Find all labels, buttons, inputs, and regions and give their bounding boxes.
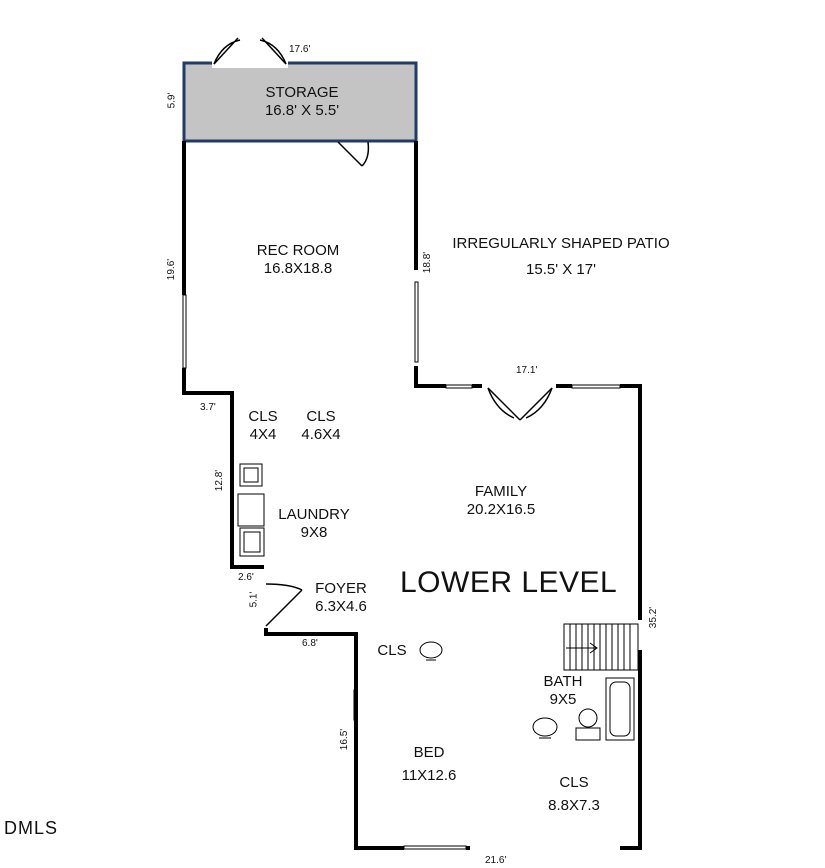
plan-title: LOWER LEVEL — [400, 566, 618, 599]
storage-double-door — [213, 37, 287, 65]
bath-label: BATH 9X5 — [538, 673, 588, 709]
closet-2-label: CLS 4.6X4 — [294, 408, 348, 444]
dim-rec-left: 19.6' — [166, 258, 178, 281]
closet-3-label: CLS — [370, 642, 414, 660]
dim-foyer-bottom: 6.8' — [302, 638, 318, 649]
storage-label: STORAGE 16.8' X 5.5' — [228, 84, 376, 120]
rec-room-label: REC ROOM 16.8X18.8 — [230, 242, 366, 278]
rec-room-size: 16.8X18.8 — [263, 260, 333, 277]
rec-room-door — [337, 141, 370, 167]
dim-storage-height: 5.9' — [166, 92, 178, 109]
storage-room-area — [182, 61, 418, 143]
patio-name: IRREGULARLY SHAPED PATIO — [452, 235, 670, 252]
dim-right-wall: 35.2' — [648, 606, 660, 629]
laundry-fixtures — [237, 463, 265, 557]
foyer-label: FOYER 6.3X4.6 — [304, 580, 378, 616]
family-label: FAMILY 20.2X16.5 — [446, 483, 556, 519]
laundry-name: LAUNDRY — [278, 506, 350, 523]
closet-3-name: CLS — [377, 642, 407, 659]
foyer-door — [265, 583, 303, 627]
dim-jog: 3.7' — [200, 402, 216, 413]
walls — [182, 141, 642, 850]
foyer-name: FOYER — [315, 580, 367, 597]
dim-bed-left: 16.5' — [339, 728, 351, 751]
dim-foyer-left: 5.1' — [248, 591, 260, 608]
storage-name: STORAGE — [265, 84, 339, 101]
laundry-size: 9X8 — [300, 524, 328, 541]
storage-size: 16.8' X 5.5' — [264, 102, 340, 119]
dmls-logo: DMLS — [4, 818, 59, 838]
bath-fixtures — [419, 641, 635, 741]
dim-family-top: 17.1' — [516, 365, 538, 376]
closet-2-size: 4.6X4 — [301, 426, 341, 443]
windows — [182, 281, 621, 850]
laundry-label: LAUNDRY 9X8 — [268, 506, 360, 542]
patio-size: 15.5' X 17' — [526, 261, 596, 279]
closet-2-name: CLS — [306, 408, 336, 425]
closet-1-label: CLS 4X4 — [238, 408, 288, 444]
bath-size: 9X5 — [549, 691, 577, 708]
rec-room-name: REC ROOM — [256, 242, 340, 259]
closet-4-name: CLS — [559, 774, 589, 791]
foyer-size: 6.3X4.6 — [315, 598, 367, 615]
dim-storage-width: 17.6' — [289, 44, 311, 55]
bed-label: BED 11X12.6 — [388, 742, 470, 787]
family-size: 20.2X16.5 — [466, 501, 536, 518]
bed-name: BED — [413, 744, 445, 761]
dim-bottom-wall: 21.6' — [485, 855, 507, 866]
closet-1-name: CLS — [248, 408, 278, 425]
dim-rec-right: 18.8' — [422, 251, 434, 274]
family-name: FAMILY — [474, 483, 528, 500]
closet-1-size: 4X4 — [249, 426, 277, 443]
family-double-door — [487, 387, 553, 421]
dim-foyer-top: 2.6' — [238, 572, 254, 583]
bath-name: BATH — [543, 673, 583, 690]
patio-label: IRREGULARLY SHAPED PATIO 15.5' X 17' — [436, 231, 686, 284]
bed-size: 11X12.6 — [401, 766, 457, 784]
closet-4-label: CLS 8.8X7.3 — [536, 772, 612, 817]
stairs — [563, 623, 639, 671]
dim-laundry-left: 12.8' — [214, 469, 226, 492]
closet-4-size: 8.8X7.3 — [548, 796, 600, 814]
storage-door-gap — [212, 58, 288, 68]
